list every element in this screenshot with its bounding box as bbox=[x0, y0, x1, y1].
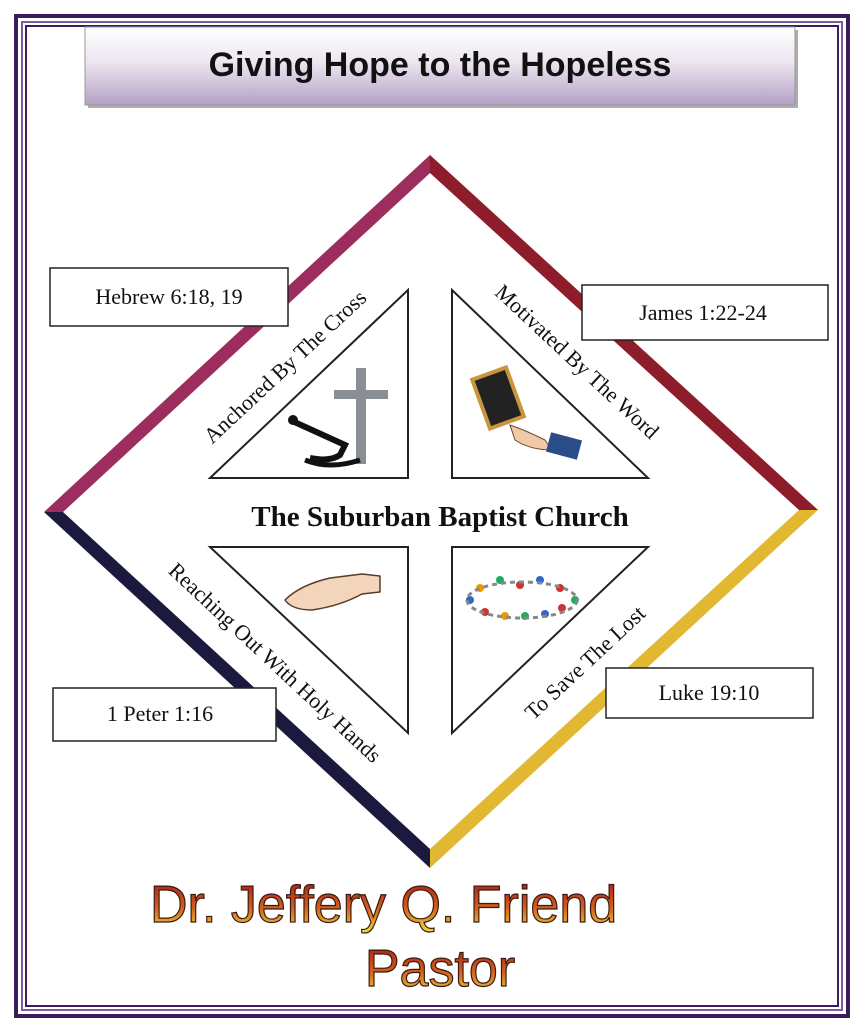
svg-text:Hebrew 6:18, 19: Hebrew 6:18, 19 bbox=[95, 284, 242, 309]
diamond-emblem: Anchored By The Cross Motivated By The W… bbox=[44, 155, 818, 868]
svg-text:Luke 19:10: Luke 19:10 bbox=[659, 680, 760, 705]
scripture-box-james: James 1:22-24 bbox=[581, 284, 829, 341]
triangle-bottom-right bbox=[451, 546, 651, 736]
banner-title: Giving Hope to the Hopeless bbox=[209, 46, 672, 84]
scripture-box-luke: Luke 19:10 bbox=[605, 667, 814, 719]
outer-frame bbox=[14, 14, 850, 1018]
church-name: The Suburban Baptist Church bbox=[251, 501, 628, 533]
edge-top-left bbox=[44, 155, 430, 512]
pastor-title: Pastor bbox=[365, 940, 515, 998]
open-hand-icon bbox=[284, 573, 381, 611]
triangle-top-right bbox=[451, 287, 651, 479]
title-banner: Giving Hope to the Hopeless bbox=[84, 26, 798, 108]
pastor-name: Dr. Jeffery Q. Friend bbox=[150, 876, 617, 934]
svg-text:James 1:22-24: James 1:22-24 bbox=[639, 300, 767, 325]
scripture-box-peter: 1 Peter 1:16 bbox=[52, 687, 277, 742]
scripture-box-hebrew: Hebrew 6:18, 19 bbox=[49, 267, 289, 327]
bible-in-hand-icon bbox=[469, 364, 583, 460]
inner-frame bbox=[21, 21, 843, 1011]
svg-text:1 Peter 1:16: 1 Peter 1:16 bbox=[107, 701, 213, 726]
people-circle-icon bbox=[465, 576, 579, 620]
anchor-cross-icon bbox=[288, 368, 388, 468]
